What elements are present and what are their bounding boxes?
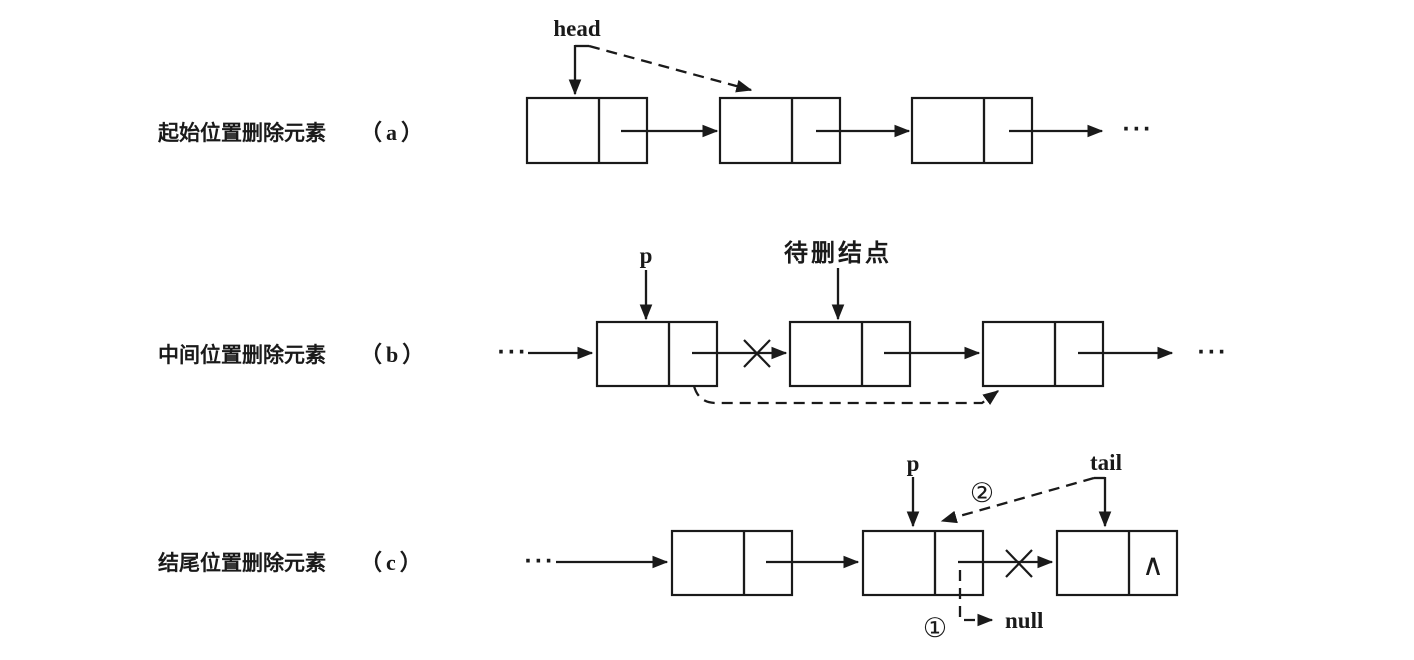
tail-move-dashed-arrow [940, 476, 1095, 524]
x-mark-line [743, 339, 771, 368]
ellipsis: ··· [525, 547, 556, 575]
row-b-delete-in-middle: 中间位置删除元素 （b） ··· p 待删结点 ··· [158, 240, 1229, 405]
row-a-label: 起始位置删除元素 [157, 121, 326, 145]
bypass-dashed-arrow [692, 385, 1000, 405]
row-c-label: 结尾位置删除元素 [158, 551, 326, 575]
tail-pointer-label: tail [1090, 450, 1122, 475]
nil-symbol: ∧ [1142, 549, 1164, 582]
ellipsis: ··· [1198, 338, 1229, 366]
head-new-link-dashed-arrow [588, 44, 753, 93]
null-label: null [1005, 608, 1043, 633]
row-c-delete-at-end: 结尾位置删除元素 （c） ··· p tail ② ∧ ① null [158, 450, 1179, 643]
row-b-label: 中间位置删除元素 [158, 343, 326, 367]
p-pointer-label: p [907, 451, 920, 476]
row-b-tag: （b） [360, 342, 428, 367]
node-box [1055, 529, 1179, 597]
x-mark-line [1005, 549, 1033, 578]
step-1-marker: ① [923, 613, 947, 643]
p-pointer-label: p [640, 243, 653, 268]
row-a-delete-at-start: 起始位置删除元素 （a） head ··· [157, 16, 1154, 165]
ellipsis: ··· [498, 338, 529, 366]
row-c-tag: （c） [360, 550, 426, 575]
ellipsis: ··· [1123, 115, 1154, 143]
head-pointer-label: head [553, 16, 601, 41]
step-2-marker: ② [970, 478, 994, 508]
row-a-tag: （a） [360, 120, 427, 145]
delete-node-label: 待删结点 [784, 240, 892, 267]
